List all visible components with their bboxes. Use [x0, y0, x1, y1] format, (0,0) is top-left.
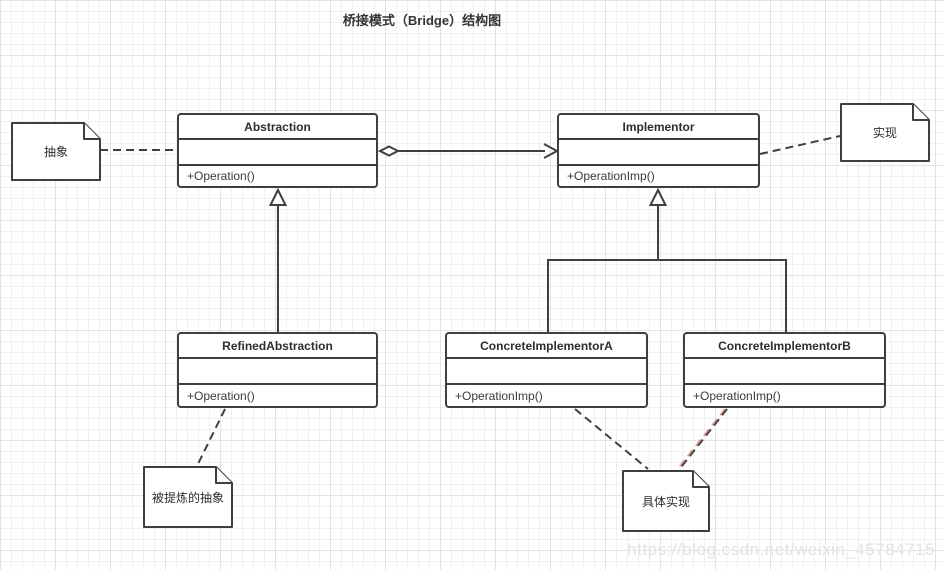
note-refined-abstract: 被提炼的抽象	[143, 466, 233, 528]
class-method: +Operation()	[187, 169, 255, 183]
class-attributes-empty	[179, 140, 376, 166]
class-concrete-implementor-a: ConcreteImplementorA +OperationImp()	[445, 332, 648, 408]
class-attributes-empty	[179, 359, 376, 385]
watermark: https://blog.csdn.net/weixin_45784715	[627, 540, 935, 559]
class-method: +OperationImp()	[455, 388, 543, 403]
class-attributes-empty	[685, 359, 884, 385]
generalization-triangle-icon-left	[268, 187, 288, 206]
note-link-refined	[196, 408, 226, 467]
note-abstract: 抽象	[11, 122, 101, 181]
aggregation-diamond-icon	[377, 145, 401, 157]
note-label: 抽象	[43, 145, 68, 159]
note-shape-icon	[840, 103, 930, 162]
class-name: Implementor	[559, 115, 758, 140]
class-name: Abstraction	[179, 115, 376, 140]
note-shape-icon	[622, 470, 710, 532]
generalization-tree	[547, 205, 787, 332]
note-link-concrete-a	[574, 408, 649, 470]
class-implementor: Implementor +OperationImp()	[557, 113, 760, 188]
note-link-implementation	[759, 135, 841, 155]
note-link-concrete-b	[677, 408, 728, 472]
note-label: 被提炼的抽象	[151, 490, 224, 505]
class-attributes-empty	[559, 140, 758, 166]
class-attributes-empty	[447, 359, 646, 385]
diagram-title: 桥接模式（Bridge）结构图	[342, 13, 502, 28]
class-concrete-implementor-b: ConcreteImplementorB +OperationImp()	[683, 332, 886, 408]
class-abstraction: Abstraction +Operation()	[177, 113, 378, 188]
note-shape-icon	[11, 122, 101, 181]
class-name: ConcreteImplementorA	[447, 334, 646, 359]
note-label: 具体实现	[641, 494, 690, 509]
generalization-triangle-icon-right	[648, 187, 668, 206]
class-method: +OperationImp()	[567, 169, 655, 183]
class-method: +OperationImp()	[693, 388, 781, 403]
class-refined-abstraction: RefinedAbstraction +Operation()	[177, 332, 378, 408]
open-arrow-icon	[543, 143, 560, 159]
class-name: ConcreteImplementorB	[685, 334, 884, 359]
class-name: RefinedAbstraction	[179, 334, 376, 359]
note-shape-icon	[143, 466, 233, 528]
class-method: +Operation()	[187, 388, 255, 403]
note-label: 实现	[872, 126, 897, 140]
note-concrete-implementation: 具体实现	[622, 470, 710, 532]
note-link-concrete-b-red	[675, 408, 726, 472]
note-implementation: 实现	[840, 103, 930, 162]
